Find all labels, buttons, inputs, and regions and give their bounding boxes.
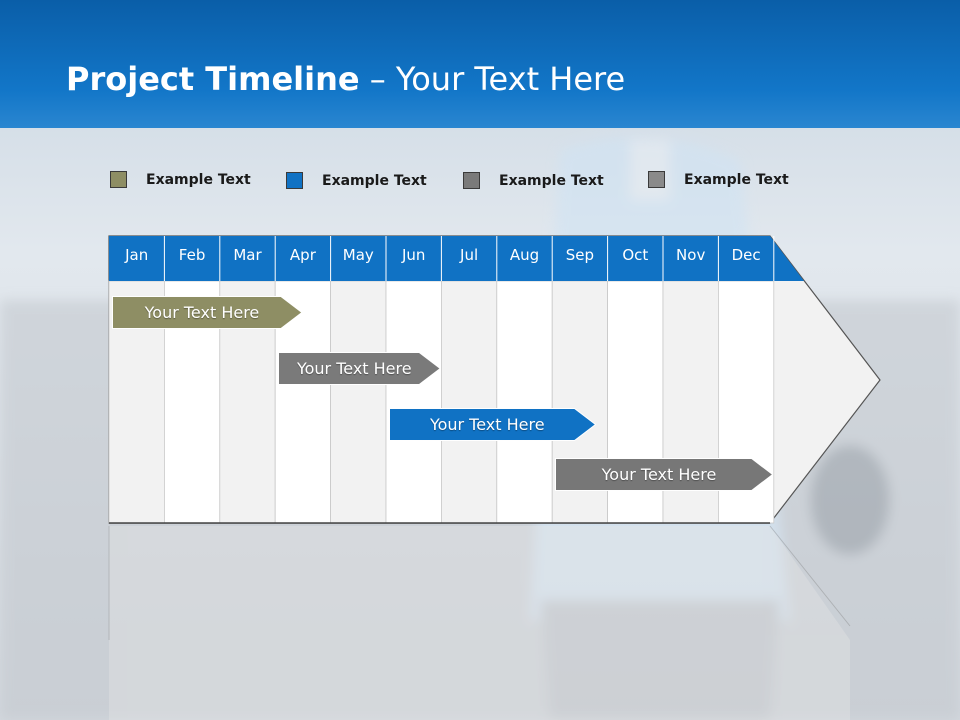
task-arrow-shape xyxy=(389,408,597,441)
title-bold: Project Timeline xyxy=(66,60,360,98)
month-label-jun: Jun xyxy=(401,246,426,264)
legend-label: Example Text xyxy=(322,173,427,189)
slide-title: Project Timeline – Your Text Here xyxy=(66,60,625,98)
task-bar[interactable]: Your Text Here xyxy=(112,296,303,330)
month-column xyxy=(440,280,498,524)
legend-label: Example Text xyxy=(499,173,604,189)
month-label-sep: Sep xyxy=(565,246,595,264)
month-label-mar: Mar xyxy=(233,246,262,264)
month-label-aug: Aug xyxy=(509,246,540,264)
month-label-may: May xyxy=(342,246,374,264)
task-bar[interactable]: Your Text Here xyxy=(278,352,442,386)
task-label: Your Text Here xyxy=(296,359,412,378)
task-arrow-shape xyxy=(278,352,442,385)
task-label: Your Text Here xyxy=(601,465,717,484)
title-rest: – Your Text Here xyxy=(359,60,626,98)
legend-label: Example Text xyxy=(146,172,251,188)
month-label-jul: Jul xyxy=(460,246,479,264)
task-bar[interactable]: Your Text Here xyxy=(389,408,597,442)
legend-swatch xyxy=(648,171,665,188)
month-label-nov: Nov xyxy=(676,246,706,264)
task-label: Your Text Here xyxy=(429,415,545,434)
month-label-jan: Jan xyxy=(125,246,149,264)
task-bar[interactable]: Your Text Here xyxy=(555,458,774,492)
month-label-feb: Feb xyxy=(178,246,206,264)
timeline-reflection xyxy=(108,525,851,720)
task-label: Your Text Here xyxy=(144,303,260,322)
month-column xyxy=(330,280,387,524)
month-label-oct: Oct xyxy=(622,246,649,264)
legend-swatch xyxy=(463,172,480,189)
task-arrow-shape xyxy=(112,296,303,329)
legend-label: Example Text xyxy=(684,172,789,188)
month-column xyxy=(496,280,553,524)
month-column xyxy=(385,280,442,524)
legend-swatch xyxy=(286,172,303,189)
task-arrow-shape xyxy=(555,458,774,491)
legend-swatch xyxy=(110,171,127,188)
month-label-dec: Dec xyxy=(731,246,761,264)
month-label-apr: Apr xyxy=(289,246,316,264)
header-band xyxy=(0,0,960,128)
